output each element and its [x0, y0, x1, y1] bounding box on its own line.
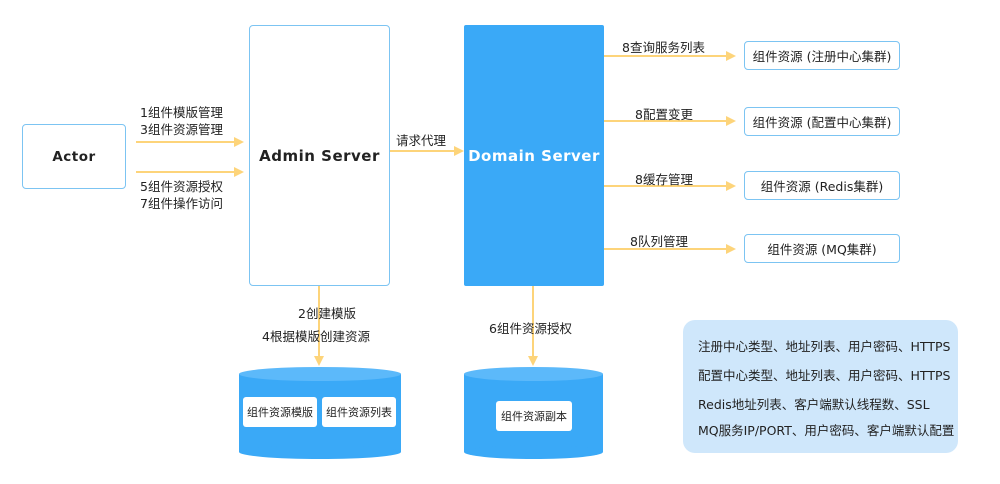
label-line: 1组件模版管理 [140, 105, 223, 120]
domain-res-label-2: 8配置变更 [635, 107, 693, 122]
domain-server-label: Domain Server [468, 146, 600, 165]
actor-label: Actor [52, 148, 96, 165]
admin-db-label: 2创建模版 4根据模版创建资源 [262, 305, 370, 345]
label-line: 7组件操作访问 [140, 196, 223, 211]
resource-box-registry[interactable]: 组件资源 (注册中心集群) [744, 41, 900, 70]
domain-res-label-4: 8队列管理 [630, 234, 688, 249]
admin-domain-label: 请求代理 [396, 133, 447, 148]
note-line: MQ服务IP/PORT、用户密码、客户端默认配置 [698, 423, 955, 438]
db-item-templates[interactable]: 组件资源模版 [243, 397, 317, 427]
label-line: 2创建模版 [298, 306, 356, 321]
note-line: 注册中心类型、地址列表、用户密码、HTTPS [698, 339, 951, 354]
admin-server-label: Admin Server [259, 146, 380, 165]
actor-admin-label-top: 1组件模版管理 3组件资源管理 [140, 104, 223, 138]
label-line: 5组件资源授权 [140, 179, 223, 194]
note-line: 配置中心类型、地址列表、用户密码、HTTPS [698, 368, 951, 383]
db-item-resource-replica[interactable]: 组件资源副本 [496, 401, 572, 431]
domain-res-label-1: 8查询服务列表 [622, 40, 705, 55]
note-line: Redis地址列表、客户端默认线程数、SSL [698, 397, 930, 412]
actor-admin-label-bottom: 5组件资源授权 7组件操作访问 [140, 178, 223, 212]
resource-box-mq[interactable]: 组件资源 (MQ集群) [744, 234, 900, 263]
resource-box-redis[interactable]: 组件资源 (Redis集群) [744, 171, 900, 200]
actor-box[interactable]: Actor [22, 124, 126, 189]
admin-server-box[interactable]: Admin Server [249, 25, 390, 286]
label-line: 3组件资源管理 [140, 122, 223, 137]
resource-box-config[interactable]: 组件资源 (配置中心集群) [744, 107, 900, 136]
domain-db-label: 6组件资源授权 [489, 321, 572, 336]
config-notes-panel: 注册中心类型、地址列表、用户密码、HTTPS 配置中心类型、地址列表、用户密码、… [683, 320, 958, 453]
label-line: 4根据模版创建资源 [262, 329, 370, 344]
domain-res-label-3: 8缓存管理 [635, 172, 693, 187]
db-item-resource-list[interactable]: 组件资源列表 [322, 397, 396, 427]
domain-server-box[interactable]: Domain Server [464, 25, 604, 286]
